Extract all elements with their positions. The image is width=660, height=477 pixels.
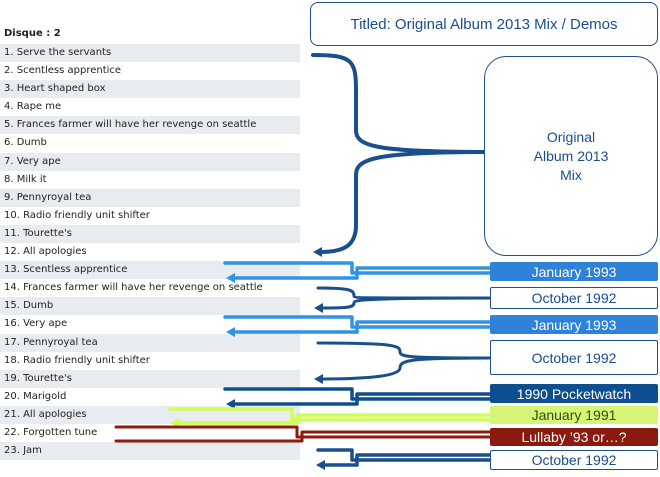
track-row: 10. Radio friendly unit shifter xyxy=(0,207,300,225)
track-row: 17. Pennyroyal tea xyxy=(0,333,300,352)
date-label-text: January 1991 xyxy=(531,407,617,423)
date-label-text: January 1993 xyxy=(531,316,617,333)
arrow-head-icon xyxy=(313,247,322,257)
track-title: 6. Dumb xyxy=(4,137,47,149)
track-title: 9. Pennyroyal tea xyxy=(4,191,92,203)
track-title: 17. Pennyroyal tea xyxy=(4,336,98,348)
track-row: 22. Forgotten tune xyxy=(0,424,300,442)
jan-1993-connector xyxy=(223,261,492,275)
date-label-text: October 1992 xyxy=(531,452,617,468)
track-row: 5. Frances farmer will have her revenge … xyxy=(0,116,300,135)
oct-1992-brace xyxy=(316,341,492,381)
arrow-head-icon xyxy=(316,460,325,470)
track-title: 8. Milk it xyxy=(4,173,47,185)
date-label-text: January 1993 xyxy=(531,263,617,280)
track-title: 4. Rape me xyxy=(4,101,62,113)
date-label-text: October 1992 xyxy=(531,349,617,366)
pocketwatch-connector xyxy=(223,387,492,401)
track-row: 2. Scentless apprentice xyxy=(0,62,300,80)
track-row: 11. Tourette's xyxy=(0,224,300,244)
track-row: 1. Serve the servants xyxy=(0,44,300,63)
date-label-text: 1990 Pocketwatch xyxy=(516,385,632,402)
jan-1991-connector xyxy=(168,407,492,422)
lullaby-connector xyxy=(114,430,492,443)
track-row: 18. Radio friendly unit shifter xyxy=(0,352,300,370)
original-album-box: Original Album 2013 Mix xyxy=(484,56,658,256)
track-row: 8. Milk it xyxy=(0,171,300,189)
track-row: 23. Jam xyxy=(0,442,300,461)
arrow-head-icon xyxy=(226,273,235,283)
track-title: 19. Tourette's xyxy=(4,372,72,384)
track-row: 9. Pennyroyal tea xyxy=(0,188,300,207)
track-row: 14. Frances farmer will have her revenge… xyxy=(0,279,300,297)
track-title: 23. Jam xyxy=(4,445,42,457)
arrow-head-icon xyxy=(226,327,235,337)
track-title: 13. Scentless apprentice xyxy=(4,264,128,276)
date-label: October 1992 xyxy=(490,340,658,375)
track-title: 12. All apologies xyxy=(4,246,87,258)
track-title: 3. Heart shaped box xyxy=(4,83,106,95)
track-title: 15. Dumb xyxy=(4,300,54,312)
disc-header: Disque : 2 xyxy=(4,28,61,39)
track-title: 7. Very ape xyxy=(4,155,61,167)
lullaby-connector xyxy=(114,425,492,439)
track-title: 1. Serve the servants xyxy=(4,47,112,58)
track-title: 14. Frances farmer will have her revenge… xyxy=(4,282,263,294)
date-label: January 1993 xyxy=(490,315,658,334)
track-row: 20. Marigold xyxy=(0,388,300,406)
oct-1992-connector xyxy=(324,453,492,467)
track-title: 2. Scentless apprentice xyxy=(4,65,122,77)
track-title: 18. Radio friendly unit shifter xyxy=(4,354,150,366)
date-label: October 1992 xyxy=(490,450,658,470)
oct-1992-brace xyxy=(316,286,492,310)
track-row: 3. Heart shaped box xyxy=(0,80,300,99)
title-annotation-box: Titled: Original Album 2013 Mix / Demos xyxy=(310,2,658,46)
track-row: 12. All apologies xyxy=(0,243,300,261)
arrow-head-icon xyxy=(314,374,323,384)
jan-1993-connector xyxy=(234,320,492,334)
jan-1993-connector xyxy=(234,266,492,280)
pocketwatch-connector xyxy=(234,392,492,406)
date-label: January 1991 xyxy=(490,406,658,424)
oct-1992-connector xyxy=(316,448,492,462)
track-row: 7. Very ape xyxy=(0,152,300,171)
date-label-text: Lullaby ’93 or…? xyxy=(521,429,627,445)
track-title: 11. Tourette's xyxy=(4,227,72,239)
date-label: October 1992 xyxy=(490,287,658,309)
track-row: 13. Scentless apprentice xyxy=(0,261,300,280)
jan-1993-connector xyxy=(223,315,492,329)
arrow-head-icon xyxy=(226,399,235,409)
track-title: 22. Forgotten tune xyxy=(4,426,98,438)
arrow-head-icon xyxy=(314,303,323,313)
track-title: 20. Marigold xyxy=(4,390,67,402)
track-title: 21. All apologies xyxy=(4,408,87,420)
track-row: 15. Dumb xyxy=(0,297,300,316)
track-title: 16. Very ape xyxy=(4,318,68,330)
track-row: 6. Dumb xyxy=(0,134,300,152)
track-row: 4. Rape me xyxy=(0,98,300,116)
title-annotation-text: Titled: Original Album 2013 Mix / Demos xyxy=(350,15,618,33)
date-label: 1990 Pocketwatch xyxy=(490,384,658,403)
track-title: 5. Frances farmer will have her revenge … xyxy=(4,119,257,131)
original-album-brace xyxy=(311,53,486,254)
track-row: 16. Very ape xyxy=(0,315,300,333)
date-label: Lullaby ’93 or…? xyxy=(490,428,658,446)
jan-1991-connector xyxy=(178,413,492,425)
original-album-text: Original Album 2013 Mix xyxy=(533,128,609,183)
track-title: 10. Radio friendly unit shifter xyxy=(4,209,150,221)
date-label-text: October 1992 xyxy=(531,290,617,306)
track-row: 19. Tourette's xyxy=(0,369,300,388)
date-label: January 1993 xyxy=(490,262,658,281)
